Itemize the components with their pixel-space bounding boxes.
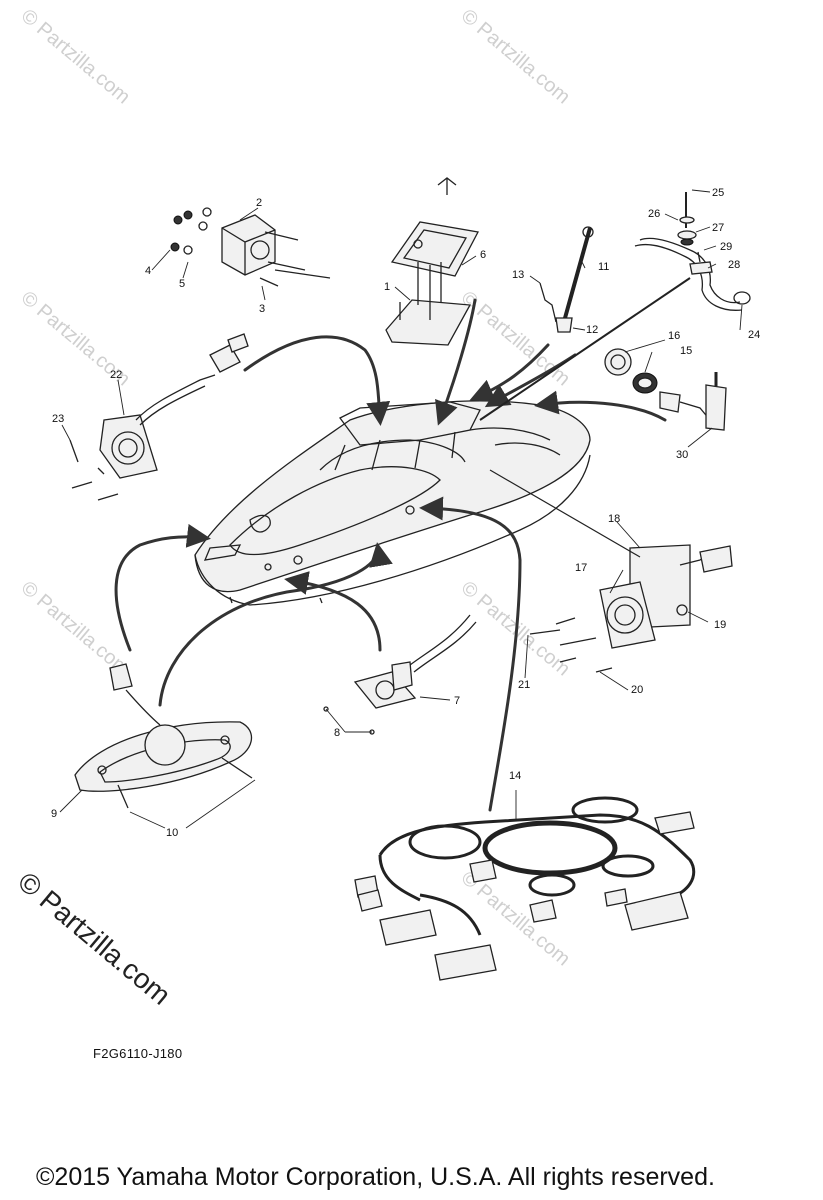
part-15-16-grommets	[604, 348, 658, 394]
callout-16: 16	[668, 330, 680, 342]
part-11-antenna	[539, 226, 594, 333]
callout-23: 23	[52, 413, 64, 425]
callout-3: 3	[259, 303, 265, 315]
part-30-sensor	[659, 372, 727, 431]
callout-24: 24	[748, 329, 760, 341]
location-arrows	[114, 277, 691, 812]
callout-28: 28	[728, 259, 740, 271]
part-24-bracket	[634, 192, 751, 311]
callout-labels: 1 2 3 4 5 6 7 8 9 10 11 12 13 14 15 16 1…	[51, 187, 760, 839]
callout-17: 17	[575, 562, 587, 574]
callout-18: 18	[608, 513, 620, 525]
callout-19: 19	[714, 619, 726, 631]
callout-10: 10	[166, 827, 178, 839]
callout-8: 8	[334, 727, 340, 739]
callout-9: 9	[51, 808, 57, 820]
callout-11: 11	[598, 261, 609, 273]
callout-6: 6	[480, 249, 486, 261]
leader-lines	[59, 189, 743, 829]
callout-26: 26	[648, 208, 660, 220]
callout-14: 14	[509, 770, 521, 782]
callout-12: 12	[586, 324, 598, 336]
callout-5: 5	[179, 278, 185, 290]
callout-2: 2	[256, 197, 262, 209]
boat-hull	[194, 400, 591, 606]
part-9-lens	[74, 663, 253, 809]
part-14-wire-harness	[354, 796, 696, 981]
part-17-housing	[529, 544, 733, 673]
part-2-switch-block	[170, 207, 331, 287]
callout-13: 13	[512, 269, 524, 281]
callout-29: 29	[720, 241, 732, 253]
part-1-cover-plate	[385, 177, 479, 346]
watermark-large: © Partzilla.com	[12, 866, 176, 1011]
copyright-notice: ©2015 Yamaha Motor Corporation, U.S.A. A…	[36, 1163, 715, 1191]
watermark: © Partzilla.com	[457, 5, 574, 108]
watermark: © Partzilla.com	[17, 5, 134, 108]
part-22-plate	[69, 333, 249, 501]
callout-22: 22	[110, 369, 122, 381]
callout-1: 1	[384, 281, 390, 293]
callout-20: 20	[631, 684, 643, 696]
part-7-light	[323, 614, 477, 735]
callout-25: 25	[712, 187, 724, 199]
connector	[354, 811, 695, 981]
callout-4: 4	[145, 265, 151, 277]
callout-15: 15	[680, 345, 692, 357]
drawing-code: F2G6110-J180	[93, 1046, 183, 1061]
callout-27: 27	[712, 222, 724, 234]
callout-30: 30	[676, 449, 688, 461]
callout-7: 7	[454, 695, 460, 707]
callout-21: 21	[518, 679, 530, 691]
